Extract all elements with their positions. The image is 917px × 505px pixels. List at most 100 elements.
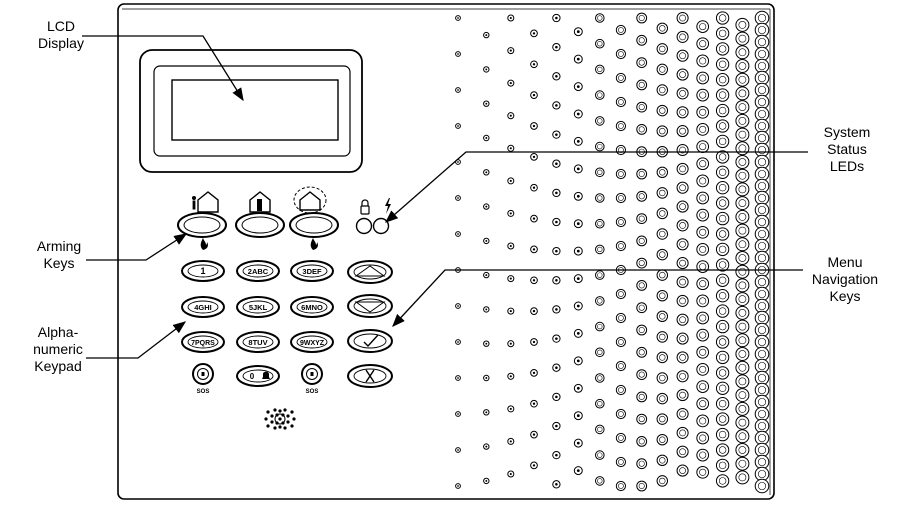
speaker-hole-inner — [679, 448, 686, 456]
speaker-hole-inner — [509, 407, 512, 410]
speaker-hole — [715, 304, 730, 318]
menu-navigation-keys-label: Menu Navigation Keys — [811, 254, 879, 304]
speaker-hole-inner — [555, 308, 558, 311]
speaker-hole-inner — [555, 162, 558, 165]
speaker-hole — [676, 200, 689, 213]
speaker-hole-inner — [738, 34, 747, 43]
speaker-hole — [696, 208, 710, 222]
disarm-key[interactable] — [289, 212, 339, 238]
sos-left-key[interactable] — [192, 363, 214, 385]
speaker-hole-inner — [555, 395, 558, 399]
speaker-hole-inner — [679, 146, 686, 154]
speaker-hole — [696, 123, 710, 136]
speaker-hole — [676, 313, 689, 326]
speaker-hole-inner — [757, 133, 767, 143]
key-7[interactable]: 7PQRS — [181, 331, 225, 353]
speaker-hole — [696, 37, 710, 51]
speaker-hole — [715, 42, 730, 56]
speaker-hole — [715, 57, 730, 71]
key-1-label: 1 — [200, 266, 205, 276]
speaker-hole — [715, 458, 730, 473]
nav-ok-key[interactable] — [347, 329, 393, 353]
speaker-hole-inner — [699, 297, 707, 305]
speaker-hole-inner — [699, 468, 707, 476]
speaker-hole-inner — [757, 445, 767, 455]
key-3[interactable]: 3DEF — [290, 260, 334, 282]
speaker-hole-inner — [457, 53, 459, 55]
speaker-hole-inner — [509, 212, 512, 215]
speaker-hole-inner — [532, 371, 536, 375]
speaker-hole-inner — [679, 222, 686, 229]
speaker-hole — [676, 181, 689, 194]
speaker-hole — [636, 413, 648, 425]
speaker-hole — [735, 278, 750, 293]
speaker-hole-inner — [699, 348, 707, 356]
speaker-hole — [656, 289, 669, 302]
speaker-hole — [636, 346, 648, 358]
key-1[interactable]: 1 — [181, 260, 225, 282]
arm-away-key[interactable] — [177, 212, 227, 238]
flame-icon — [310, 238, 318, 250]
speaker-hole-inner — [597, 246, 603, 253]
speaker-hole-inner — [659, 354, 666, 361]
speaker-hole-inner — [532, 155, 536, 159]
speaker-hole-inner — [597, 118, 603, 124]
speaker-grille-dot — [283, 408, 287, 412]
speaker-hole-inner — [738, 281, 747, 290]
key-2[interactable]: 2ABC — [236, 260, 280, 282]
speaker-hole-inner — [718, 184, 727, 192]
key-6[interactable]: 6MNO — [290, 296, 334, 318]
speaker-hole — [696, 465, 710, 479]
speaker-hole-inner — [509, 49, 512, 52]
speaker-hole-inner — [659, 86, 666, 94]
speaker-hole-inner — [576, 249, 580, 253]
speaker-hole — [735, 374, 750, 389]
speaker-hole — [595, 476, 605, 486]
speaker-hole-inner — [738, 418, 747, 427]
speaker-hole-inner — [679, 372, 686, 380]
speaker-hole-inner — [659, 107, 666, 114]
speaker-hole — [595, 270, 605, 280]
speaker-hole — [656, 351, 669, 364]
speaker-hole — [676, 275, 689, 289]
speaker-hole-inner — [576, 469, 580, 472]
nav-down-key[interactable] — [347, 294, 393, 318]
key-4[interactable]: 4GHI — [181, 296, 225, 318]
key-8[interactable]: 8TUV — [236, 331, 280, 353]
nav-cancel-key[interactable] — [347, 364, 393, 388]
speaker-hole — [696, 260, 710, 273]
speaker-hole — [676, 87, 689, 100]
speaker-hole-inner — [718, 461, 727, 470]
speaker-hole-inner — [618, 27, 624, 33]
sos-right-key[interactable] — [301, 363, 323, 385]
power-status-led — [372, 217, 390, 235]
speaker-hole — [754, 478, 770, 494]
speaker-hole-inner — [638, 416, 645, 423]
speaker-hole — [715, 474, 730, 488]
speaker-hole-inner — [532, 464, 536, 467]
speaker-hole-inner — [618, 363, 624, 369]
speaker-hole-inner — [485, 239, 488, 242]
key-9[interactable]: 9WXYZ — [290, 331, 334, 353]
key-5[interactable]: 5JKL — [236, 296, 280, 318]
speaker-hole — [696, 363, 710, 376]
speaker-hole-inner — [679, 90, 686, 97]
speaker-hole-inner — [509, 472, 512, 476]
arm-home-key[interactable] — [235, 212, 285, 238]
speaker-hole-inner — [679, 184, 686, 192]
bell-icon — [262, 371, 270, 379]
speaker-hole — [696, 431, 710, 445]
speaker-hole-inner — [576, 57, 580, 61]
speaker-hole-inner — [699, 245, 707, 253]
speaker-hole — [595, 116, 605, 126]
key-0[interactable]: 0 — [236, 365, 280, 387]
speaker-hole-inner — [699, 451, 707, 459]
nav-up-key[interactable] — [347, 260, 393, 284]
speaker-hole-inner — [485, 102, 488, 105]
speaker-hole — [615, 144, 627, 156]
speaker-grille-dot — [273, 426, 277, 430]
speaker-hole — [676, 294, 689, 307]
speaker-hole-inner — [485, 377, 488, 379]
speaker-hole — [735, 264, 750, 279]
speaker-hole — [656, 433, 669, 446]
